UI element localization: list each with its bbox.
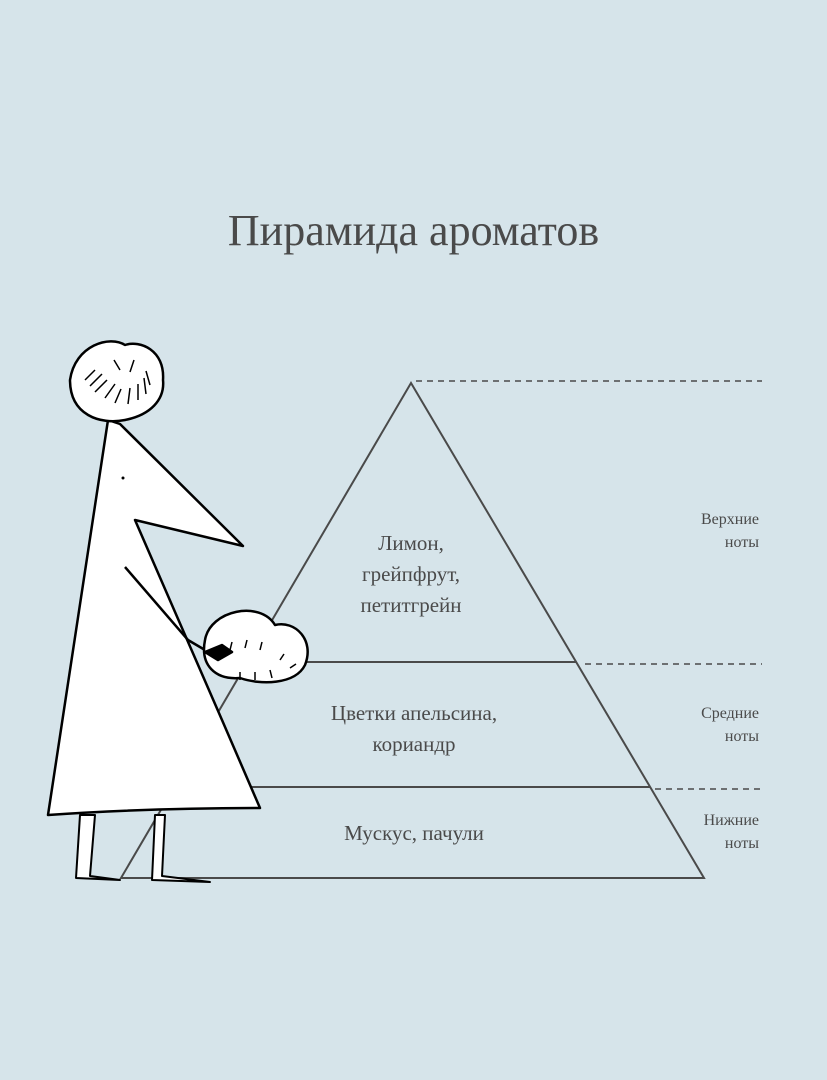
label-line: ноты (724, 835, 759, 852)
label-line: Средние (701, 705, 759, 722)
level-top-line: петитгрейн (360, 593, 462, 617)
label-bottom-notes: Нижние ноты (639, 809, 759, 855)
label-line: Верхние (701, 511, 759, 528)
hair-hatching (84, 359, 297, 680)
level-bottom-notes: Мускус, пачули (264, 818, 564, 849)
arm (124, 566, 206, 652)
level-middle-notes: Цветки апельсина, кориандр (264, 698, 564, 760)
hand (203, 643, 234, 662)
label-middle-notes: Средние ноты (639, 702, 759, 748)
level-middle-line: Цветки апельсина, (330, 701, 498, 725)
label-line: ноты (724, 728, 759, 745)
level-top-line: грейпфрут, (361, 562, 461, 586)
head-hair (68, 340, 165, 423)
coat (46, 418, 262, 817)
level-bottom-line: Мускус, пачули (344, 821, 484, 845)
level-top-notes: Лимон, грейпфрут, петитгрейн (311, 528, 511, 621)
label-line: ноты (724, 534, 759, 551)
right-leg (151, 814, 211, 883)
label-top-notes: Верхние ноты (639, 508, 759, 554)
level-middle-line: кориандр (372, 732, 456, 756)
eye (121, 476, 125, 480)
left-leg (75, 814, 121, 881)
perfumer-illustration (46, 340, 309, 883)
label-line: Нижние (703, 812, 759, 829)
muff (202, 609, 309, 684)
level-top-line: Лимон, (378, 531, 444, 555)
page-title: Пирамида ароматов (227, 206, 600, 255)
